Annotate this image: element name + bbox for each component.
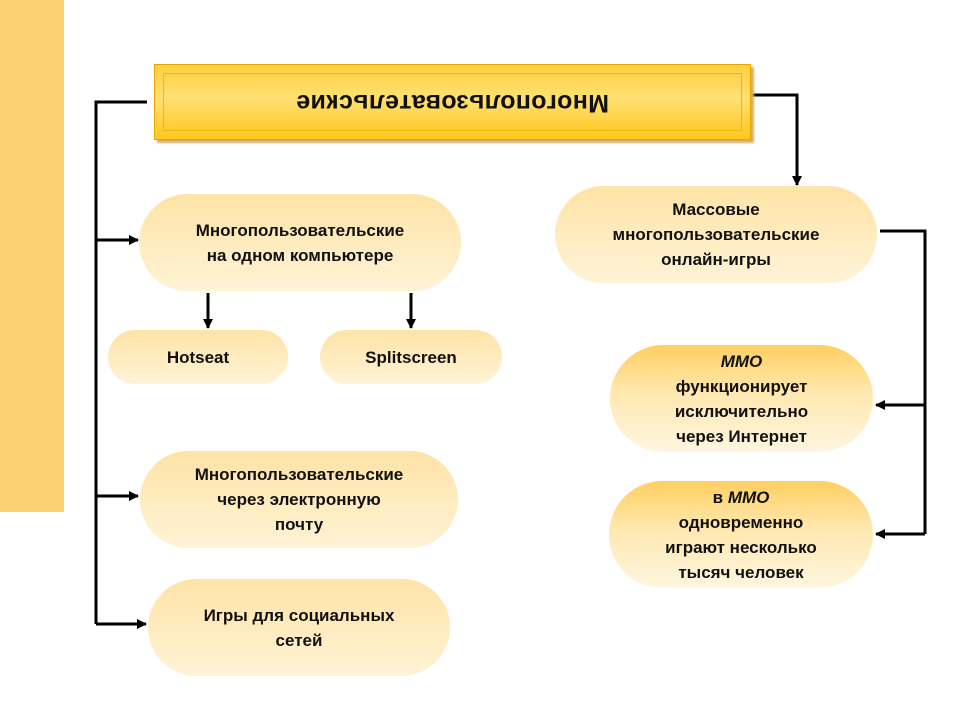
node-mmo-players-line: играют несколько xyxy=(665,537,817,557)
node-mmo-players-acronym: ММО xyxy=(727,487,770,507)
connector-to-mmo xyxy=(752,93,802,186)
connector-right-trunk xyxy=(880,229,927,534)
side-stripe xyxy=(0,0,64,512)
node-email-line: почту xyxy=(274,515,324,534)
node-mmo-line: многопользовательские xyxy=(612,225,820,244)
node-social: Игры для социальных сетей xyxy=(148,579,450,676)
node-email-line: через электронную xyxy=(217,490,381,509)
title-bar-inner-border xyxy=(163,73,742,131)
node-mmo-internet-line: функционирует xyxy=(675,376,808,396)
node-social-line: сетей xyxy=(275,630,323,650)
node-one-computer-line: Многопользовательские xyxy=(195,220,405,240)
node-hotseat: Hotseat xyxy=(108,330,288,384)
node-social-line: Игры для социальных xyxy=(203,605,395,625)
node-mmo-internet-acronym: ММО xyxy=(720,351,763,371)
node-splitscreen-label: Splitscreen xyxy=(365,347,457,367)
node-mmo-internet-line: через Интернет xyxy=(676,426,807,446)
title-bar: Многопользовательские xyxy=(154,64,751,140)
node-one-computer-line: на одном компьютере xyxy=(206,245,394,265)
node-mmo-internet: ММО функционирует исключительно через Ин… xyxy=(610,345,873,452)
title-text: Многопользовательские xyxy=(296,88,609,117)
node-splitscreen: Splitscreen xyxy=(320,330,502,384)
node-email-line: Многопользовательские xyxy=(194,465,404,484)
connector-left-trunk xyxy=(94,100,147,624)
node-hotseat-label: Hotseat xyxy=(166,347,230,367)
node-mmo: Массовые многопользовательские онлайн-иг… xyxy=(555,186,877,283)
node-one-computer: Многопользовательские на одном компьютер… xyxy=(139,194,461,291)
node-mmo-players-line: одновременно xyxy=(678,512,804,532)
node-mmo-line: Массовые xyxy=(672,200,760,219)
node-mmo-internet-line: исключительно xyxy=(674,401,809,421)
node-email: Многопользовательские через электронную … xyxy=(140,451,458,548)
node-mmo-players-first-line: в ММО xyxy=(665,485,817,510)
node-mmo-players: в ММО одновременно играют несколько тыся… xyxy=(609,481,873,588)
node-mmo-players-prefix: в xyxy=(712,487,728,507)
node-mmo-players-line: тысяч человек xyxy=(678,562,804,582)
node-mmo-line: онлайн-игры xyxy=(661,250,771,269)
